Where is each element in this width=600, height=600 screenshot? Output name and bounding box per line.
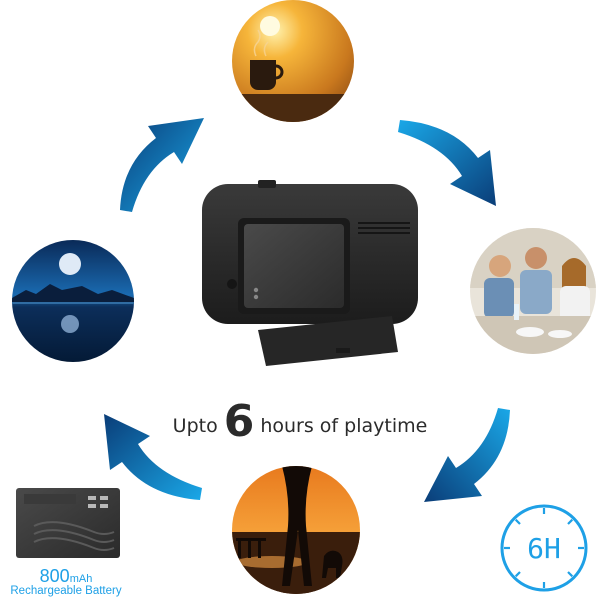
clock-icon: 6H [500, 504, 588, 592]
cycle-arrow-icon [120, 118, 204, 212]
headline-suffix: hours of playtime [260, 415, 428, 437]
battery-capacity-number: 800 [39, 566, 70, 586]
battery-capacity: 800mAh [0, 566, 132, 587]
sunset-walk-photo [232, 466, 360, 594]
dining-people-photo [470, 228, 596, 354]
cycle-arrow-icon [104, 414, 202, 500]
moon-lake-photo [12, 240, 134, 362]
battery-label: Rechargeable Battery [10, 585, 122, 597]
device-image [202, 180, 418, 366]
sunrise-coffee-photo [232, 0, 354, 122]
cycle-arrow-icon [398, 120, 496, 206]
headline-prefix: Upto [172, 415, 218, 437]
cycle-arrow-icon [424, 408, 510, 502]
battery-capacity-unit: mAh [69, 573, 93, 585]
timer-label: 6H [527, 532, 561, 565]
battery-icon [16, 488, 120, 558]
headline-number: 6 [223, 396, 255, 447]
